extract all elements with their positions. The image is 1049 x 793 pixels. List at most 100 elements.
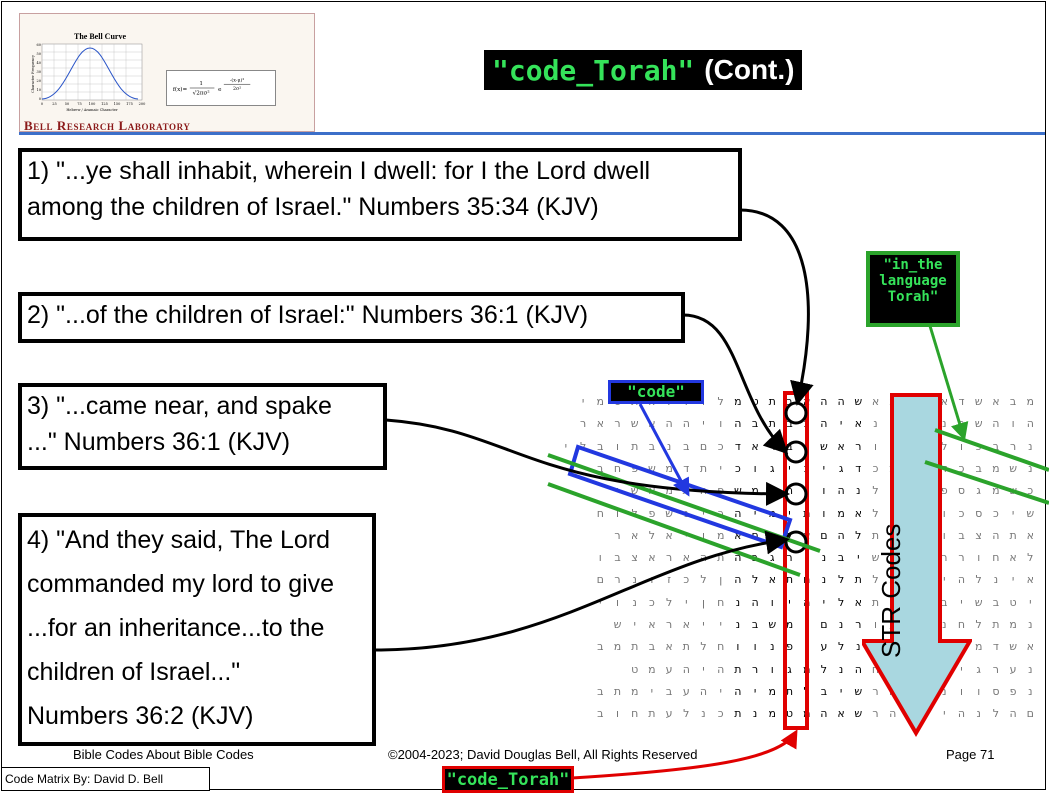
matrix-letter: ו: [753, 640, 757, 654]
matrix-letter: ש: [733, 484, 742, 498]
matrix-letter: ה: [734, 573, 742, 587]
matrix-letter: א: [803, 528, 811, 542]
matrix-letter: נ: [838, 662, 844, 676]
matrix-letter: ר: [614, 528, 621, 542]
matrix-letter: ה: [957, 573, 966, 587]
matrix-letter: ל: [751, 573, 759, 587]
matrix-letter: ד: [734, 439, 741, 453]
language-tag-line: language: [879, 273, 947, 289]
matrix-letter: פ: [786, 640, 793, 654]
matrix-letter: נ: [632, 573, 637, 587]
matrix-letter: ל: [872, 506, 879, 520]
matrix-letter: ו: [753, 461, 757, 475]
matrix-letter: ג: [976, 484, 981, 498]
logo-y-axis-label: Character Frequency: [31, 55, 35, 93]
quote-1-line: 1) "...ye shall inhabit, wherein I dwell…: [27, 157, 651, 185]
matrix-letter: מ: [1009, 618, 1017, 631]
matrix-letter: מ: [716, 528, 725, 542]
matrix-letter: ת: [613, 684, 622, 698]
matrix-letter: נ: [856, 640, 861, 654]
matrix-letter: כ: [992, 506, 999, 520]
matrix-letter: ט: [631, 662, 639, 676]
matrix-letter: ל: [579, 439, 587, 453]
matrix-letter: ת: [682, 640, 690, 654]
logo-x-axis-label: Hebrew / Aramaic Character: [66, 108, 118, 112]
matrix-letter: מ: [630, 684, 639, 698]
svg-text:f(x)=: f(x)=: [173, 86, 188, 93]
matrix-letter: י: [719, 618, 722, 631]
matrix-letter: ת: [854, 573, 862, 587]
matrix-letter: ם: [820, 618, 828, 631]
matrix-letter: ו: [616, 707, 619, 721]
matrix-letter: מ: [751, 484, 759, 498]
matrix-letter: ד: [855, 461, 862, 475]
matrix-letter: ת: [768, 395, 776, 408]
matrix-letter: ע: [682, 684, 690, 698]
matrix-letter: א: [1026, 640, 1034, 654]
matrix-letter: ש: [613, 618, 622, 631]
matrix-letter: י: [943, 573, 946, 587]
matrix-letter: ר: [1009, 439, 1017, 453]
matrix-letter: ת: [631, 439, 639, 453]
logo-y-tick: 30: [37, 70, 41, 74]
matrix-letter: ב: [958, 528, 965, 542]
matrix-letter: י: [581, 395, 585, 408]
matrix-letter: י: [702, 506, 705, 520]
quote-4-line: ...for an inheritance...to the: [27, 614, 325, 642]
header-divider: [19, 132, 1045, 135]
matrix-letter: כ: [683, 573, 690, 587]
matrix-letter: ת: [734, 707, 742, 721]
matrix-letter: ה: [854, 662, 862, 676]
matrix-letter: ש: [974, 595, 983, 609]
matrix-letter: א: [992, 395, 1000, 408]
matrix-letter: ל: [631, 506, 638, 520]
matrix-letter: ת: [717, 551, 725, 565]
matrix-letter: א: [1026, 528, 1034, 542]
matrix-letter: נ: [701, 707, 706, 721]
matrix-letter: א: [854, 506, 862, 520]
matrix-letter: ד: [683, 461, 690, 475]
matrix-letter: ה: [665, 417, 673, 431]
matrix-letter: פ: [717, 484, 725, 498]
matrix-letter: ג: [787, 662, 792, 676]
matrix-letter: ו: [805, 484, 809, 498]
logo-y-tick: 10: [37, 88, 41, 92]
matrix-letter: ה: [734, 506, 742, 520]
logo-x-tick: 0: [41, 102, 43, 106]
matrix-letter: נ: [942, 684, 947, 698]
logo-y-tick: 50: [37, 52, 41, 56]
matrix-letter: י: [822, 595, 826, 609]
matrix-letter: נ: [735, 618, 741, 631]
matrix-letter: ח: [751, 528, 759, 542]
matrix-letter: ב: [751, 618, 759, 631]
matrix-letter: ר: [855, 618, 862, 631]
matrix-letter: ש: [974, 417, 983, 431]
svg-text:e: e: [218, 87, 222, 93]
matrix-letter: ו: [805, 551, 809, 565]
logo-y-tick: 20: [37, 79, 41, 83]
matrix-letter: נ: [1028, 618, 1033, 631]
matrix-letter: ת: [682, 484, 690, 498]
svg-text:-(x-μ)²: -(x-μ)²: [230, 76, 245, 83]
matrix-letter: ש: [1009, 461, 1017, 475]
matrix-letter: י: [805, 439, 808, 453]
svg-text:1: 1: [199, 81, 203, 87]
matrix-letter: ל: [837, 640, 845, 654]
matrix-letter: ו: [770, 662, 774, 676]
logo-x-tick: 100: [89, 102, 96, 106]
quote-2-text: 2) "...of the children of Israel:" Numbe…: [27, 301, 589, 329]
matrix-letter: ה: [837, 528, 845, 542]
matrix-letter: י: [960, 662, 963, 676]
logo-chart-title: The Bell Curve: [74, 32, 126, 41]
matrix-letter: ת: [785, 573, 794, 587]
quote-box-4: 4) "And they said, The Lord commanded my…: [18, 513, 376, 746]
matrix-letter: י: [857, 551, 860, 565]
matrix-letter: ב: [648, 640, 656, 654]
matrix-letter: ח: [596, 506, 604, 520]
matrix-letter: ת: [631, 640, 639, 654]
matrix-letter: ו: [977, 684, 981, 698]
matrix-letter: י: [702, 662, 705, 676]
matrix-letter: מ: [734, 395, 742, 408]
matrix-letter: ה: [992, 528, 1000, 542]
matrix-letter: כ: [803, 417, 810, 431]
